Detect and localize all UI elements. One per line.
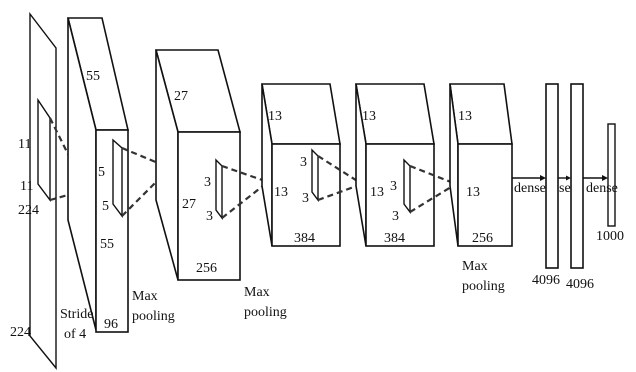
conv3-kernel-projection [317, 155, 363, 202]
conv3-block [261, 83, 363, 247]
conv2-front-face [177, 131, 241, 281]
conv5-pool-label-line1: Max [462, 259, 488, 274]
conv1-block [66, 17, 171, 333]
conv2-block [154, 49, 269, 281]
conv3-top-dim-label: 13 [268, 109, 282, 124]
conv5-depth-label: 256 [472, 231, 493, 246]
conv1-pool-label-line1: Max [132, 289, 158, 304]
conv2-side-dim-label: 27 [182, 197, 196, 212]
conv5-block [449, 83, 513, 247]
conv2-depth-label: 256 [196, 261, 217, 276]
conv4-front-face [365, 143, 435, 247]
conv1-kernel-width-label: 5 [102, 199, 109, 214]
conv1-front-face [95, 129, 129, 333]
conv3-depth-label: 384 [294, 231, 315, 246]
conv3-kernel-width-label: 3 [302, 191, 309, 206]
conv4-kernel-width-label: 3 [392, 209, 399, 224]
dense-layers [512, 83, 616, 269]
conv4-side-dim-label: 13 [370, 185, 384, 200]
conv4-depth-label: 384 [384, 231, 405, 246]
arrow-head-dense3 [602, 175, 608, 181]
conv1-depth-label: 96 [104, 317, 118, 332]
conv4-kernel-projection [409, 164, 457, 213]
conv3-side-dim-label: 13 [274, 185, 288, 200]
conv2-kernel-width-label: 3 [206, 209, 213, 224]
conv5-side-dim-label: 13 [466, 185, 480, 200]
dense1-label: dense [514, 181, 546, 196]
input-height-label: 224 [10, 325, 31, 340]
conv5-pool-label-line2: pooling [462, 279, 505, 294]
input-kernel-width-label: 11 [20, 179, 33, 194]
stride-label-line1: Stride [60, 307, 93, 322]
arrow-head-dense1 [540, 175, 546, 181]
dense2-label: se [559, 181, 571, 196]
conv2-pool-label-line1: Max [244, 285, 270, 300]
conv2-kernel-projection [221, 164, 269, 219]
conv4-block [355, 83, 457, 247]
input-width-label: 224 [18, 203, 39, 218]
conv5-top-dim-label: 13 [458, 109, 472, 124]
conv5-front-face [457, 143, 513, 247]
conv4-top-dim-label: 13 [362, 109, 376, 124]
conv2-top-dim-label: 27 [174, 89, 188, 104]
arrow-head-dense2 [566, 175, 571, 181]
conv1-kernel-height-label: 5 [98, 165, 105, 180]
conv1-pool-label-line2: pooling [132, 309, 175, 324]
dense3-label: dense [586, 181, 618, 196]
conv3-kernel-height-label: 3 [300, 155, 307, 170]
conv2-pool-label-line2: pooling [244, 305, 287, 320]
conv2-kernel-height-label: 3 [204, 175, 211, 190]
conv4-kernel-height-label: 3 [390, 179, 397, 194]
stride-label-line2: of 4 [64, 327, 86, 342]
dense1-bar [545, 83, 559, 269]
dense1-size-label: 4096 [532, 273, 560, 288]
dense3-size-label: 1000 [596, 229, 624, 244]
dense2-size-label: 4096 [566, 277, 594, 292]
input-kernel-height-label: 11 [18, 137, 31, 152]
conv1-side-dim-label: 55 [100, 237, 114, 252]
dense2-bar [570, 83, 584, 269]
dense3-bar [607, 123, 616, 227]
conv1-top-dim-label: 55 [86, 69, 100, 84]
